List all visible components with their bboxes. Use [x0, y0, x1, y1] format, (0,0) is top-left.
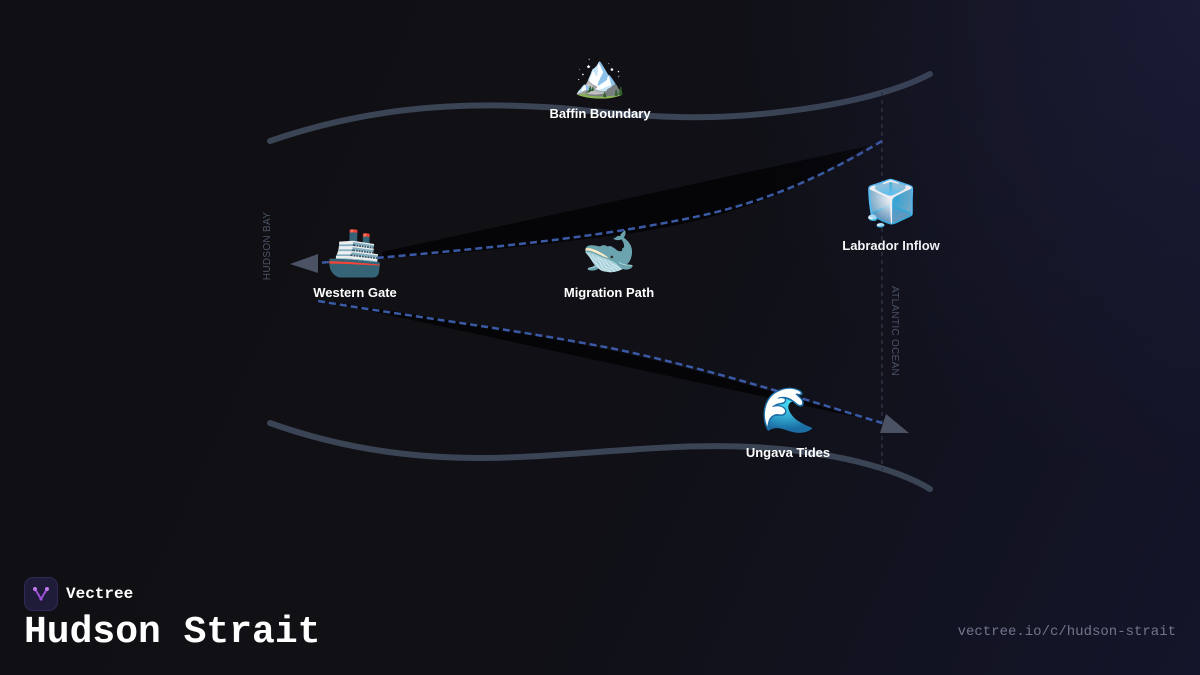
- inbound-route: [317, 139, 883, 265]
- ice-cube-icon: 🧊: [864, 178, 919, 229]
- westward-arrow-icon: [290, 254, 318, 273]
- vectree-logo-icon: [24, 577, 58, 611]
- wave-icon: 🌊: [761, 385, 816, 436]
- node-label: Migration Path: [564, 285, 654, 300]
- node-label: Ungava Tides: [746, 445, 830, 460]
- outbound-route: [317, 299, 883, 425]
- outbound-flow-band: [330, 302, 870, 420]
- brand[interactable]: Vectree: [24, 577, 133, 611]
- logo-mark: [33, 587, 49, 601]
- mountain-icon: 🏔️: [574, 51, 626, 100]
- inbound-flow-band: [382, 146, 868, 258]
- brand-name: Vectree: [66, 585, 134, 603]
- eastward-arrow-icon: [880, 414, 909, 433]
- node-baffin-boundary[interactable]: 🏔️ Baffin Boundary: [549, 51, 651, 121]
- node-label: Labrador Inflow: [842, 238, 940, 253]
- node-western-gate[interactable]: 🚢 Western Gate: [313, 225, 397, 300]
- atlantic-ocean-label: ATLANTIC OCEAN: [889, 286, 900, 376]
- node-migration-path[interactable]: 🐋 Migration Path: [564, 226, 654, 300]
- page-title: Hudson Strait: [24, 611, 321, 654]
- node-labrador-inflow[interactable]: 🧊 Labrador Inflow: [842, 178, 940, 253]
- page-url[interactable]: vectree.io/c/hudson-strait: [957, 624, 1176, 640]
- node-ungava-tides[interactable]: 🌊 Ungava Tides: [746, 385, 830, 460]
- ship-icon: 🚢: [326, 225, 383, 279]
- north-shoreline: [267, 71, 933, 144]
- south-shoreline: [267, 420, 933, 492]
- node-label: Baffin Boundary: [549, 106, 651, 121]
- whale-icon: 🐋: [582, 226, 637, 277]
- node-label: Western Gate: [313, 285, 397, 300]
- hudson-bay-label: HUDSON BAY: [262, 212, 273, 280]
